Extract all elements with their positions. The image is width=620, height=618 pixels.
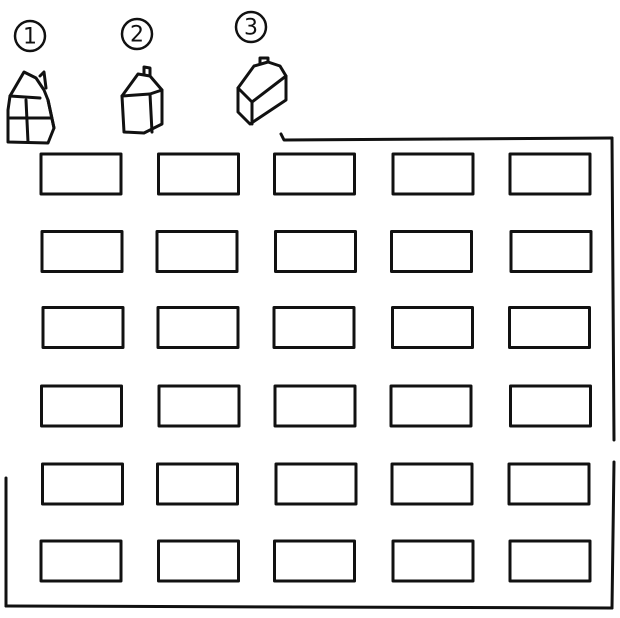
parking-spot	[510, 154, 590, 194]
label-number: 3	[244, 16, 258, 41]
border-top	[281, 134, 612, 140]
parking-spot	[158, 464, 238, 504]
label-number: 1	[23, 25, 37, 50]
parking-spot	[159, 154, 239, 194]
house-3-icon	[238, 58, 286, 124]
parking-spot	[391, 386, 471, 426]
house-label-3: 3	[236, 12, 266, 42]
parking-spot	[159, 541, 239, 581]
house-label-2: 2	[122, 19, 152, 49]
border-right-lower	[612, 462, 614, 608]
parking-spot	[392, 232, 472, 272]
parking-spot	[511, 386, 591, 426]
border-right-upper	[612, 138, 614, 440]
parking-spot	[274, 308, 354, 348]
parking-spot	[41, 541, 121, 581]
parking-spot	[157, 232, 237, 272]
parking-spot	[42, 386, 122, 426]
parking-spot	[159, 386, 239, 426]
parking-spot	[509, 464, 589, 504]
parking-spot	[276, 464, 356, 504]
parking-spot	[392, 464, 472, 504]
parking-spot	[276, 232, 356, 272]
parking-spot	[393, 541, 473, 581]
parking-spot	[42, 232, 122, 272]
parking-spot	[43, 464, 123, 504]
parking-spot	[41, 154, 121, 194]
parking-spot	[393, 154, 473, 194]
house-1-icon	[8, 72, 54, 143]
parking-spot	[158, 308, 238, 348]
parking-spot	[275, 541, 355, 581]
block-border	[6, 134, 614, 608]
border-bottom	[6, 606, 612, 608]
parking-spot	[511, 232, 591, 272]
parking-spot	[510, 308, 590, 348]
house-2-icon	[122, 67, 162, 133]
parking-spot	[43, 308, 123, 348]
house-label-1: 1	[15, 21, 45, 51]
parking-spot	[275, 386, 355, 426]
parking-spot	[393, 308, 473, 348]
parking-grid	[41, 154, 591, 581]
label-number: 2	[130, 23, 144, 48]
parking-spot	[510, 541, 590, 581]
parking-spot	[275, 154, 355, 194]
